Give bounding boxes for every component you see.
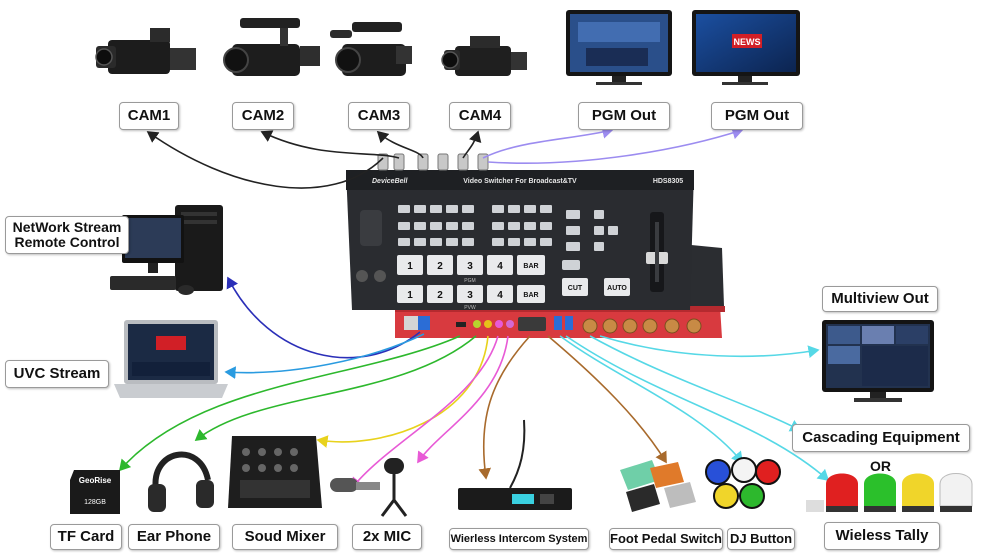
wire-uvc-stream bbox=[224, 333, 425, 379]
video-switcher-device: DeviceBell Video Switcher For Broadcast&… bbox=[346, 153, 725, 338]
pvw-bus-label: PVW bbox=[464, 305, 476, 311]
label-ear-phone: Ear Phone bbox=[128, 524, 220, 550]
pgm-monitor-icon-2: NEWS bbox=[692, 10, 800, 85]
label-cam1: CAM1 bbox=[119, 102, 179, 130]
device-model: HDS8305 bbox=[653, 178, 683, 185]
news-logo-text: NEWS bbox=[734, 37, 761, 47]
label-pgm-out-2: PGM Out bbox=[711, 102, 803, 130]
camera-icon-cam1 bbox=[95, 28, 196, 74]
multiview-monitor-icon bbox=[822, 320, 934, 402]
label-or: OR bbox=[870, 458, 891, 474]
pgm-key-4: 4 bbox=[497, 261, 503, 272]
pvw-key-4: 4 bbox=[497, 290, 503, 301]
pgm-key-1: 1 bbox=[407, 261, 413, 272]
headphones-icon bbox=[148, 451, 214, 512]
label-pgm-out-1: PGM Out bbox=[578, 102, 670, 130]
wire-cam4 bbox=[462, 130, 482, 159]
label-cascading-equipment: Cascading Equipment bbox=[792, 424, 970, 452]
dj-button-icon bbox=[705, 457, 781, 509]
pgm-key-3: 3 bbox=[467, 261, 473, 272]
pgm-monitor-icon-1 bbox=[566, 10, 672, 85]
pgm-bus-label: PGM bbox=[464, 278, 475, 284]
microphone-icon bbox=[330, 458, 408, 517]
wire-tf-card bbox=[118, 335, 461, 472]
label-cam3: CAM3 bbox=[348, 102, 410, 130]
auto-key: AUTO bbox=[607, 285, 627, 292]
label-uvc-stream: UVC Stream bbox=[5, 360, 109, 388]
label-tf-card: TF Card bbox=[50, 524, 122, 550]
wire-network-stream bbox=[226, 276, 421, 359]
camera-icon-cam2 bbox=[223, 18, 320, 76]
label-wireless-intercom: Wierless Intercom System bbox=[449, 528, 589, 550]
label-wireless-tally: Wieless Tally bbox=[824, 522, 940, 550]
tf-card-brand: GeoRise bbox=[79, 476, 112, 485]
cut-key: CUT bbox=[568, 285, 583, 292]
laptop-icon bbox=[114, 320, 228, 398]
wire-cam1 bbox=[146, 131, 384, 189]
wire-cam3 bbox=[376, 130, 424, 159]
device-title: Video Switcher For Broadcast&TV bbox=[463, 178, 577, 185]
camera-icon-cam4 bbox=[441, 36, 527, 76]
wire-sound-mixer bbox=[316, 335, 489, 448]
device-brand: DeviceBell bbox=[372, 178, 408, 185]
wire-wireless-tally bbox=[565, 335, 830, 482]
wire-cam2 bbox=[260, 130, 400, 159]
label-foot-pedal: Foot Pedal Switch bbox=[609, 528, 723, 550]
camera-icon-cam3 bbox=[330, 22, 412, 76]
tf-card-icon: GeoRise 128GB bbox=[70, 470, 120, 514]
desktop-pc-icon bbox=[110, 205, 223, 295]
wire-pgm-out-1 bbox=[482, 125, 614, 159]
label-multiview-out: Multiview Out bbox=[822, 286, 938, 312]
intercom-unit-icon bbox=[458, 419, 572, 510]
wire-foot-pedal bbox=[547, 335, 667, 464]
wire-ear-phone bbox=[194, 335, 477, 441]
wire-pgm-out-2 bbox=[487, 126, 744, 164]
label-network-stream-line2: Remote Control bbox=[14, 234, 120, 250]
tf-card-size: 128GB bbox=[84, 499, 106, 506]
label-mic: 2x MIC bbox=[352, 524, 422, 550]
pvw-key-bar: BAR bbox=[523, 292, 538, 299]
pvw-key-2: 2 bbox=[437, 290, 443, 301]
wire-intercom bbox=[478, 335, 531, 480]
wire-multiview-out bbox=[599, 335, 820, 358]
label-cam4: CAM4 bbox=[449, 102, 511, 130]
label-network-stream: NetWork Stream Remote Control bbox=[5, 216, 129, 254]
label-sound-mixer: Soud Mixer bbox=[232, 524, 338, 550]
wire-cascading bbox=[589, 335, 802, 432]
label-cam2: CAM2 bbox=[232, 102, 294, 130]
pgm-key-2: 2 bbox=[437, 261, 443, 272]
sound-mixer-icon bbox=[228, 436, 322, 508]
tally-light-icon bbox=[806, 473, 973, 512]
label-dj-button: DJ Button bbox=[727, 528, 795, 550]
foot-pedal-icon bbox=[620, 460, 696, 512]
pvw-key-3: 3 bbox=[467, 290, 473, 301]
pvw-key-1: 1 bbox=[407, 290, 413, 301]
wire-dj-button bbox=[559, 335, 744, 464]
wire-mic-2 bbox=[417, 335, 509, 464]
wire-mic-1 bbox=[351, 335, 499, 490]
label-network-stream-line1: NetWork Stream bbox=[12, 219, 122, 235]
pgm-key-bar: BAR bbox=[523, 263, 538, 270]
